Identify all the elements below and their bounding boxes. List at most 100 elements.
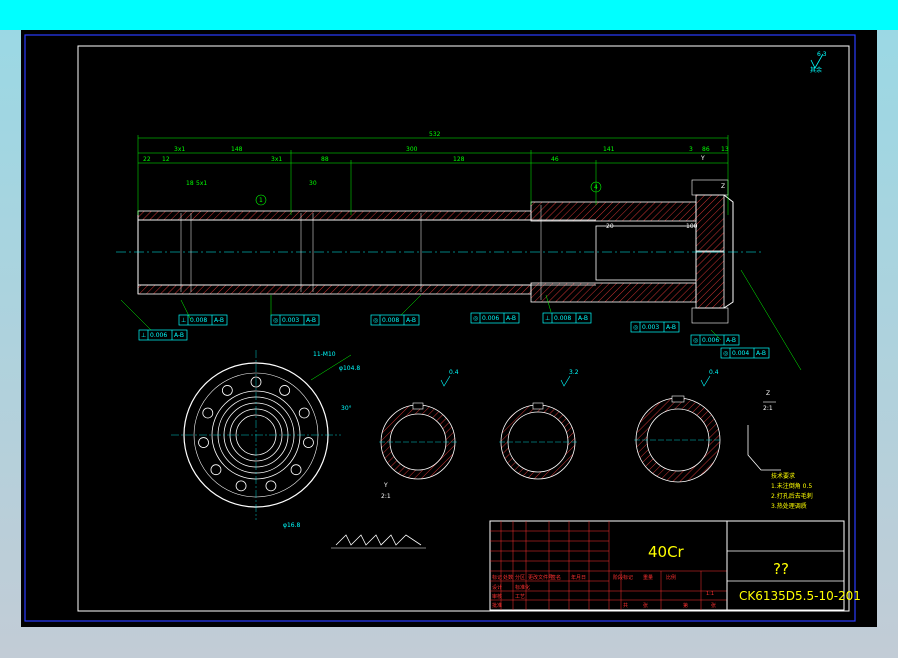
dim-30: 30 <box>309 180 317 187</box>
dim-88: 88 <box>321 156 329 163</box>
svg-text:0.4: 0.4 <box>449 369 459 376</box>
leader-lines <box>120 269 802 371</box>
tolerance-datum: A-B <box>756 350 766 357</box>
tolerance-value: 0.008 <box>190 317 207 324</box>
tolerance-symbol: ◎ <box>633 324 638 331</box>
bolt-hole <box>279 385 291 396</box>
cad-drawing: 6.3 其余 <box>24 34 861 622</box>
title-block-cell: 比例 <box>666 574 676 581</box>
title-block-cell: 张 <box>711 602 716 609</box>
callout-1-label: 1 <box>259 197 263 204</box>
tolerance-datum: A-B <box>406 317 416 324</box>
svg-text:0.4: 0.4 <box>709 369 719 376</box>
tolerance-frame: ◎ 0.008 A-B <box>370 314 420 326</box>
drawing-number: CK6135D5.5-10-201 <box>739 589 861 603</box>
tolerance-datum: A-B <box>578 315 588 322</box>
tolerance-symbol: ⊥ <box>141 332 146 339</box>
material: 40Cr <box>648 543 685 561</box>
tolerance-datum: A-B <box>214 317 224 324</box>
dim-18: 18 <box>186 180 194 187</box>
roughness-symbol-general: 6.3 其余 <box>810 51 827 74</box>
dim-overall: 532 <box>429 131 441 138</box>
bolt-hole <box>303 437 314 448</box>
title-block-cell: 处数 <box>503 574 513 581</box>
detail-z-scale: 2:1 <box>763 405 773 412</box>
tolerance-value: 0.003 <box>642 324 659 331</box>
view-z-mark: Z <box>721 183 725 190</box>
title-block-cell: 阶段标记 <box>613 574 633 581</box>
dim-22: 22 <box>143 156 151 163</box>
tolerance-symbol: ⊥ <box>181 317 186 324</box>
thread-profile-detail <box>331 534 426 549</box>
tolerance-frame: ⊥ 0.008 A-B <box>178 314 228 326</box>
tolerance-value: 0.003 <box>282 317 299 324</box>
bolt-hole <box>298 407 310 419</box>
bolt-hole <box>202 407 214 419</box>
dim-141: 141 <box>603 146 615 153</box>
bolt-hole <box>221 385 233 396</box>
tolerance-value: 0.006 <box>150 332 167 339</box>
title-block-cell: 张 <box>643 602 648 609</box>
roughness-value: 6.3 <box>817 51 827 58</box>
tolerance-datum: A-B <box>174 332 184 339</box>
tolerance-frame: ⊥ 0.006 A-B <box>138 329 188 341</box>
title-block-cell: 共 <box>623 602 628 609</box>
dim-128: 128 <box>453 156 465 163</box>
hole-callout: 11-M10 <box>313 351 336 358</box>
bolt-hole <box>235 480 247 492</box>
title-block: 标记处数分区更改文件号签名年月日设计标准化审核工艺批准阶段标记重量比例共张第张 … <box>489 520 861 611</box>
tolerance-symbol: ◎ <box>473 315 478 322</box>
view-y-mark: Y <box>700 155 705 162</box>
section-view-3 <box>634 395 722 483</box>
tolerance-value: 0.006 <box>702 337 719 344</box>
dim-46: 46 <box>551 156 559 163</box>
tech-note-1: 1.未注倒角 0.5 <box>771 482 812 490</box>
detail-z-label: Z <box>766 390 770 397</box>
section-y-scale: 2:1 <box>381 493 391 500</box>
dimension-chain-top <box>137 135 729 215</box>
bolt-hole <box>265 480 277 492</box>
tolerance-value: 0.006 <box>482 315 499 322</box>
title-block-cell: 工艺 <box>515 594 525 600</box>
tolerance-frame: ◎ 0.003 A-B <box>630 321 680 333</box>
tolerance-value: 0.008 <box>382 317 399 324</box>
title-block-cell: 签名 <box>551 574 561 581</box>
dim-13: 13 <box>721 146 729 153</box>
title-block-cell: 标准化 <box>515 584 530 591</box>
shaft-main-view <box>116 179 761 324</box>
title-block-cell: 标记 <box>492 574 502 581</box>
section-view-2 <box>499 402 577 480</box>
drawing-sheet: 6.3 其余 <box>21 30 877 627</box>
tolerance-datum: A-B <box>666 324 676 331</box>
callout-4-label: 4 <box>594 184 598 191</box>
svg-text:3.2: 3.2 <box>569 369 579 376</box>
tolerance-value: 0.008 <box>554 315 571 322</box>
bolt-hole <box>198 437 209 448</box>
tolerance-symbol: ◎ <box>373 317 378 324</box>
section-y-label: Y <box>383 482 388 489</box>
callout-circles: 1 4 <box>255 181 602 206</box>
section-roughness-marks: 0.4 3.2 0.4 <box>440 369 719 387</box>
roughness-note: 其余 <box>810 66 822 74</box>
bolt-hole <box>290 464 302 476</box>
part-name: ?? <box>773 560 789 578</box>
title-block-cell: 审核 <box>492 593 502 600</box>
dim-5x1: 5x1 <box>196 180 207 187</box>
dim-20: 20 <box>606 223 614 230</box>
dim-86: 86 <box>702 146 710 153</box>
tolerance-symbol: ◎ <box>273 317 278 324</box>
tech-note-3: 3.热处理调质 <box>771 502 807 510</box>
dim-300: 300 <box>406 146 418 153</box>
title-block-cell: 批准 <box>492 602 502 609</box>
title-block-cell: 第 <box>683 602 688 609</box>
dim-12: 12 <box>162 156 170 163</box>
tolerance-symbol: ◎ <box>693 337 698 344</box>
flange-dim: φ16.8 <box>283 522 301 529</box>
dim-3x1: 3x1 <box>174 146 185 153</box>
tolerance-value: 0.004 <box>732 350 749 357</box>
